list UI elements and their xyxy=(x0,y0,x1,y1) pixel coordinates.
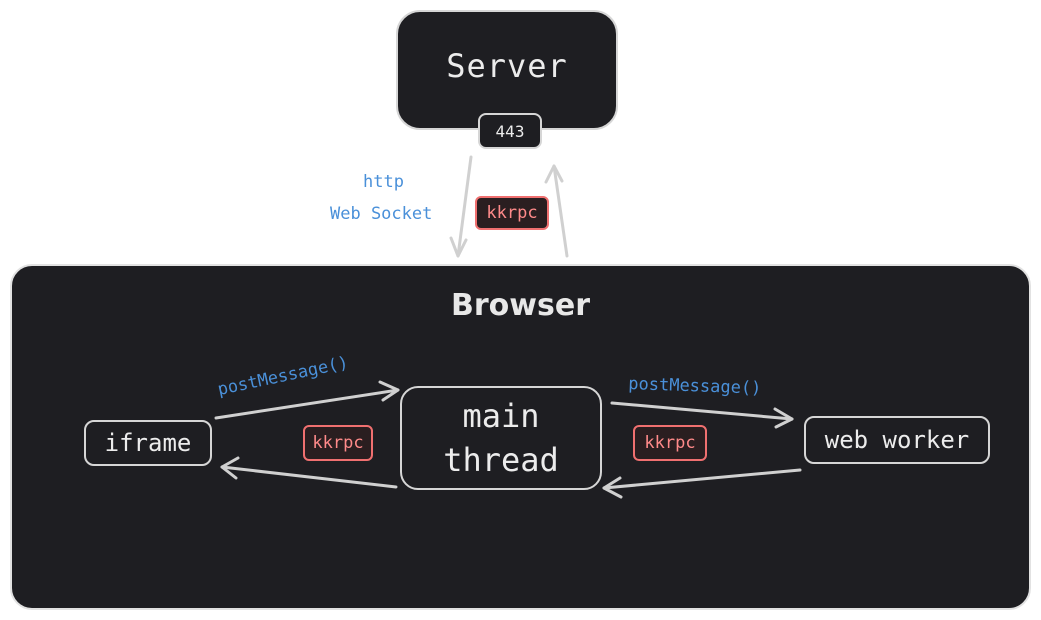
web-worker-node: web worker xyxy=(804,416,990,464)
kkrpc-badge-iframe: kkrpc xyxy=(303,425,373,461)
arrow-browser-to-server xyxy=(552,164,569,258)
main-thread-label-line1: main xyxy=(462,397,540,435)
main-thread-label-line2: thread xyxy=(443,441,559,479)
main-thread-node: main thread xyxy=(400,386,602,490)
arrow-server-to-browser xyxy=(456,155,473,258)
server-port-badge: 443 xyxy=(478,113,542,149)
server-label: Server xyxy=(446,47,568,85)
kkrpc-badge-server: kkrpc xyxy=(475,196,549,230)
arrow-browser-to-server-head xyxy=(544,164,564,184)
kkrpc-badge-worker: kkrpc xyxy=(633,425,707,461)
arrow-server-to-browser-head xyxy=(449,236,468,258)
server-node: Server xyxy=(396,10,618,130)
browser-title: Browser xyxy=(451,288,590,323)
iframe-node: iframe xyxy=(84,420,212,466)
http-label: http xyxy=(363,172,404,192)
websocket-label: Web Socket xyxy=(330,204,433,224)
